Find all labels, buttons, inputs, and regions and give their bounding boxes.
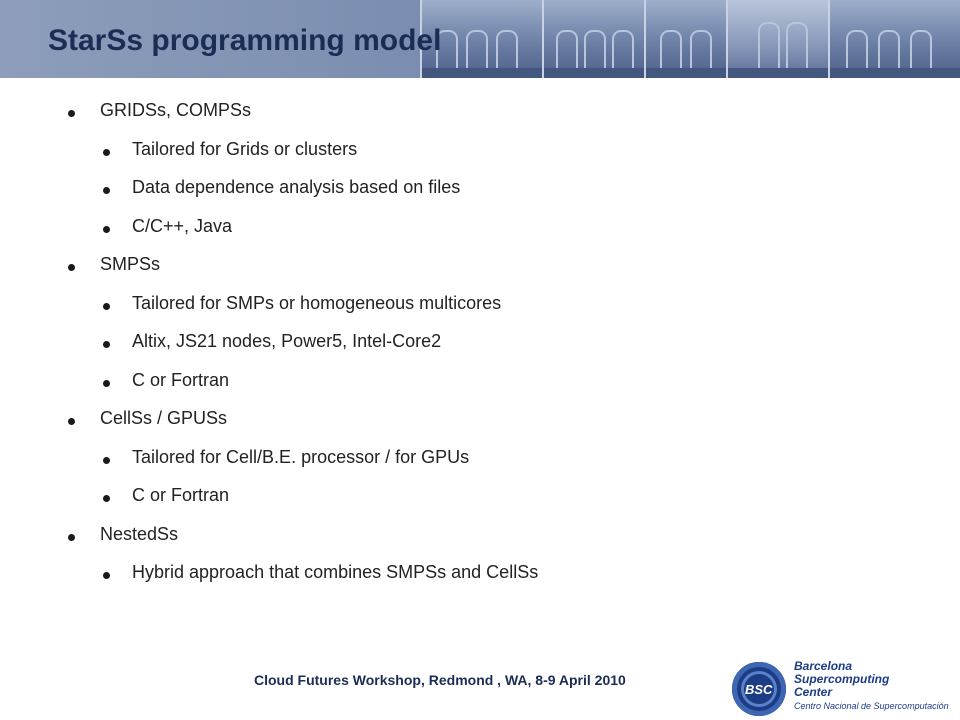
sub-bullet-item: C or Fortran bbox=[132, 369, 230, 390]
bullet-item: NestedSs bbox=[100, 523, 179, 544]
footer-text: Cloud Futures Workshop, Redmond , WA, 8-… bbox=[254, 672, 626, 688]
header-photo bbox=[726, 0, 828, 78]
sub-bullet-item: C or Fortran bbox=[132, 485, 230, 505]
sub-bullet-item: Data dependence analysis based on files bbox=[132, 177, 461, 197]
bullet-dot bbox=[68, 264, 75, 271]
logo-subtitle: Centro Nacional de Supercomputación bbox=[794, 701, 949, 711]
logo-line: Center bbox=[794, 685, 833, 699]
logo-line: Barcelona bbox=[794, 659, 853, 673]
bullet-dot bbox=[103, 148, 110, 156]
bullet-dot bbox=[68, 418, 75, 425]
sub-bullet-item: C/C++, Java bbox=[132, 215, 233, 236]
bullet-dot bbox=[103, 379, 110, 387]
bullet-dot bbox=[103, 456, 110, 464]
bullet-dot bbox=[103, 495, 110, 502]
header-photo bbox=[542, 0, 644, 78]
logo-emblem: BSC bbox=[732, 662, 786, 716]
bsc-logo: BSC Barcelona Supercomputing Center Cent… bbox=[732, 660, 954, 716]
bullet-item: GRIDSs, COMPSs bbox=[100, 100, 252, 120]
bullet-dot bbox=[68, 110, 75, 117]
logo-abbr: BSC bbox=[745, 682, 773, 697]
bullet-dot bbox=[68, 533, 75, 541]
sub-bullet-item: Altix, JS21 nodes, Power5, Intel-Core2 bbox=[132, 331, 442, 351]
header-photo bbox=[644, 0, 726, 78]
header-banner: StarSs programming model bbox=[0, 0, 960, 78]
logo-line: Supercomputing bbox=[794, 672, 890, 686]
bullet-item: SMPSs bbox=[100, 254, 161, 274]
bullet-item: CellSs / GPUSs bbox=[100, 408, 228, 428]
sub-bullet-item: Tailored for Grids or clusters bbox=[132, 138, 358, 159]
header-photo bbox=[420, 0, 542, 78]
bullet-dot bbox=[103, 341, 110, 348]
sub-bullet-item: Hybrid approach that combines SMPSs and … bbox=[132, 562, 539, 582]
bullet-dot bbox=[103, 572, 110, 579]
slide-title: StarSs programming model bbox=[48, 24, 442, 57]
header-photo bbox=[828, 0, 960, 78]
bullet-dot bbox=[103, 187, 110, 194]
bullet-dot bbox=[103, 225, 110, 233]
sub-bullet-item: Tailored for SMPs or homogeneous multico… bbox=[132, 292, 502, 313]
sub-bullet-item: Tailored for Cell/B.E. processor / for G… bbox=[132, 446, 470, 467]
logo-wordmark: Barcelona Supercomputing Center bbox=[794, 660, 889, 699]
bullet-dot bbox=[103, 302, 110, 310]
header-photo-strip bbox=[420, 0, 960, 78]
